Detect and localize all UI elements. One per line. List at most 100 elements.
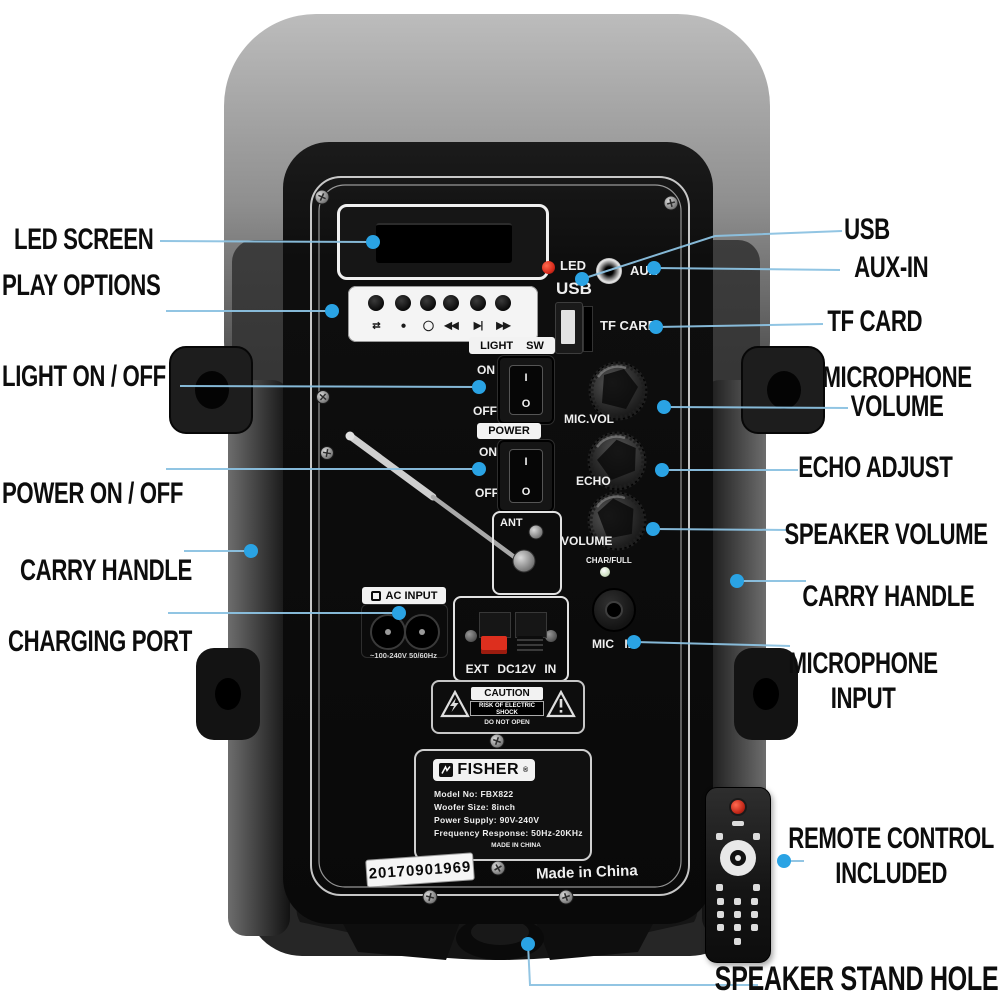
- callout-label-echo-adjust: ECHO ADJUST: [798, 453, 953, 483]
- callout-label-play-options: PLAY OPTIONS: [2, 269, 161, 302]
- record-icon: ●: [400, 320, 406, 332]
- screw: [489, 733, 505, 749]
- callout-label-usb: USB: [844, 213, 890, 246]
- remote-key: [734, 911, 741, 918]
- spec-row: Frequency Response: 50Hz-20KHz: [434, 828, 583, 838]
- remote-button: [716, 833, 723, 840]
- ac-socket-left: [370, 614, 406, 650]
- remote-control: [705, 787, 771, 963]
- led-indicator: [542, 261, 555, 274]
- play-option-button: [368, 295, 384, 311]
- callout-label-speaker-stand-hole: SPEAKER STAND HOLE: [714, 962, 998, 996]
- mic-in-jack-hole: [605, 601, 623, 619]
- remote-dpad: [720, 840, 756, 876]
- callout-label-led-screen: LED SCREEN: [14, 223, 154, 256]
- mic-vol-label: MIC.VOL: [564, 412, 614, 426]
- light-switch-title: LIGHT SW: [469, 337, 555, 354]
- light-switch-rocker: I O: [509, 365, 543, 415]
- light-switch: I O: [498, 356, 554, 424]
- led-indicator-label: LED: [560, 258, 586, 273]
- label-line: TF CARD: [827, 305, 922, 338]
- label-line: REMOTE CONTROL: [788, 822, 994, 855]
- screw: [320, 446, 334, 460]
- caution-risk-text: RISK OF ELECTRIC SHOCK: [470, 701, 544, 716]
- speaker-stand-hole-knob: [456, 916, 544, 960]
- play-option-button: [395, 295, 411, 311]
- callout-label-microphone-volume: MICROPHONE VOLUME: [822, 361, 973, 423]
- antenna-mount-box: ANT: [492, 511, 562, 595]
- label-line: POWER ON / OFF: [2, 477, 184, 510]
- play-option-button: [443, 295, 459, 311]
- mode-icon: ⇄: [372, 320, 380, 332]
- spec-plate: FISHER® Model No: FBX822 Woofer Size: 8i…: [414, 749, 592, 861]
- ac-input-socket: [361, 604, 448, 658]
- usb-port-tongue: [561, 310, 575, 344]
- registered-mark: ®: [523, 766, 529, 774]
- ac-socket-right: [404, 614, 440, 650]
- label-line: INPUT: [831, 682, 896, 716]
- ext-dc-label: EXT DC12V IN: [465, 662, 557, 676]
- light-on-label: ON: [477, 363, 495, 377]
- spec-row: Power Supply: 90V-240V: [434, 815, 540, 825]
- label-line: LED SCREEN: [14, 223, 154, 256]
- label-line: INCLUDED: [835, 856, 948, 890]
- terminal-screw: [545, 630, 557, 642]
- screw: [314, 189, 330, 205]
- dc-terminal-positive: [479, 612, 511, 638]
- dc-terminal-negative: [515, 612, 547, 638]
- play-option-button: [495, 295, 511, 311]
- callout-label-charging-port: CHARGING PORT: [8, 627, 192, 657]
- label-line: CARRY HANDLE: [802, 580, 974, 613]
- exclamation-warning-icon: [546, 690, 576, 718]
- play-option-button: [420, 295, 436, 311]
- spec-row: Model No: FBX822: [434, 789, 514, 799]
- made-in-china-text: Made in China: [535, 862, 638, 883]
- label-line: PLAY OPTIONS: [2, 269, 161, 302]
- caution-title-text: CAUTION: [484, 688, 530, 699]
- fisher-brand: FISHER®: [433, 759, 535, 781]
- remote-dpad-dot: [735, 855, 741, 861]
- caution-do-not-open: DO NOT OPEN: [484, 719, 530, 726]
- light-switch-title-text: LIGHT SW: [480, 339, 544, 352]
- play-options-panel: ⇄ ● ◯ ◀◀ ▶| ▶▶: [348, 286, 538, 342]
- switch-off-mark: O: [521, 486, 531, 498]
- caution-plate: CAUTION RISK OF ELECTRIC SHOCK DO NOT OP…: [431, 680, 585, 734]
- ac-pin: [419, 629, 425, 635]
- remote-button: [716, 884, 723, 891]
- ext-dc-block: EXT DC12V IN: [453, 596, 569, 682]
- label-line: LIGHT ON / OFF: [2, 360, 166, 393]
- handle-bracket-lower-left: [196, 648, 260, 740]
- power-switch: I O: [498, 440, 554, 512]
- label-line: VOLUME: [850, 389, 944, 423]
- tf-card-label: TF CARD: [600, 318, 658, 333]
- ac-pin: [385, 629, 391, 635]
- serial-number-sticker: 20170901969: [365, 852, 475, 888]
- handle-bracket-upper-right: [741, 346, 825, 434]
- callout-label-carry-handle-right: CARRY HANDLE: [802, 580, 974, 613]
- remote-button: [753, 884, 760, 891]
- power-switch-title: POWER: [477, 423, 541, 439]
- play-option-button: [470, 295, 486, 311]
- electric-shock-warning-icon: [440, 690, 470, 718]
- label-line: USB: [844, 213, 890, 246]
- dc-terminal-black-lever: [517, 636, 543, 654]
- remote-key: [751, 924, 758, 931]
- remote-key: [717, 898, 724, 905]
- switch-off-mark: O: [521, 398, 531, 410]
- remote-key: [717, 911, 724, 918]
- label-line: MICROPHONE: [822, 361, 973, 394]
- label-line: SPEAKER VOLUME: [784, 518, 989, 551]
- led-screen: [337, 204, 549, 280]
- remote-key: [734, 938, 741, 945]
- power-on-label: ON: [479, 445, 497, 459]
- remote-button: [732, 821, 744, 826]
- remote-key: [734, 924, 741, 931]
- callout-label-aux-in: AUX-IN: [854, 253, 929, 283]
- aux-label: AUX: [630, 263, 658, 278]
- spec-row: Woofer Size: 8inch: [434, 802, 516, 812]
- volume-label: VOLUME: [561, 534, 613, 548]
- ac-input-title-text: AC INPUT: [385, 589, 438, 602]
- previous-icon: ◀◀: [444, 320, 458, 332]
- remote-key: [734, 898, 741, 905]
